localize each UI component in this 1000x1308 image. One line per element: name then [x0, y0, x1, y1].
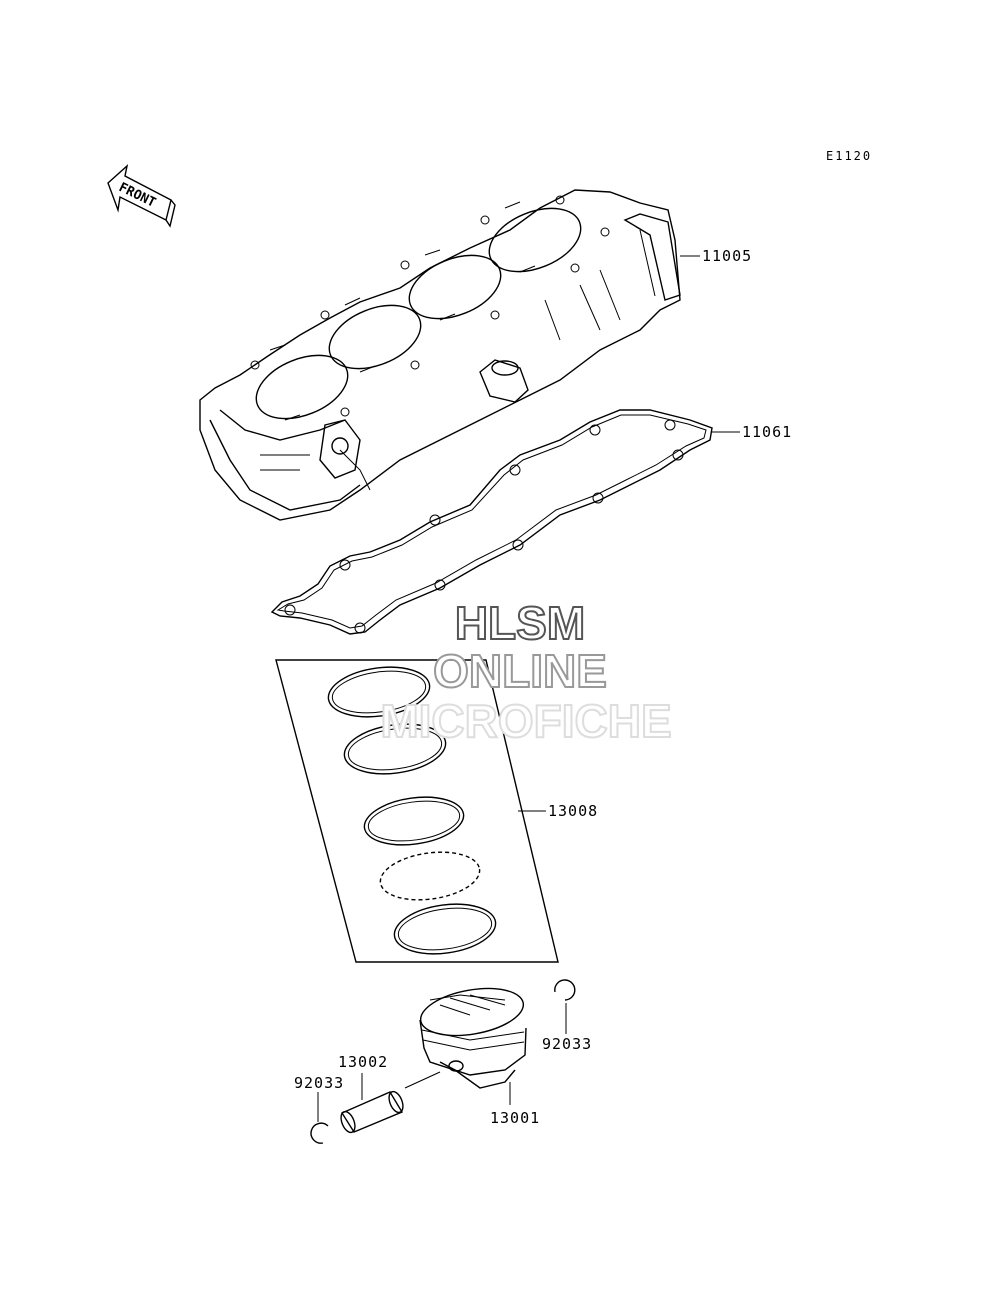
snap-ring-right[interactable]	[554, 979, 576, 1001]
part-label-13008[interactable]: 13008	[548, 802, 598, 820]
part-label-92033-right[interactable]: 92033	[542, 1035, 592, 1053]
part-label-11005[interactable]: 11005	[702, 247, 752, 265]
piston[interactable]	[417, 981, 527, 1089]
part-label-13002[interactable]: 13002	[338, 1053, 388, 1071]
front-arrow-icon: FRONT	[107, 164, 176, 228]
part-label-11061[interactable]: 11061	[742, 423, 792, 441]
cylinder-gasket[interactable]	[270, 409, 713, 635]
part-label-92033-left[interactable]: 92033	[294, 1074, 344, 1092]
cylinder-block[interactable]	[199, 189, 681, 521]
diagram-code: E1120	[826, 149, 872, 163]
piston-ring-set[interactable]	[275, 659, 559, 963]
part-label-13001[interactable]: 13001	[490, 1109, 540, 1127]
watermark-line-3: MICROFICHE	[379, 694, 672, 748]
snap-ring-left[interactable]	[310, 1122, 329, 1144]
piston-pin[interactable]	[338, 1090, 405, 1135]
watermark-line-1: HLSM	[454, 596, 586, 650]
watermark-line-2: ONLINE	[432, 644, 608, 698]
